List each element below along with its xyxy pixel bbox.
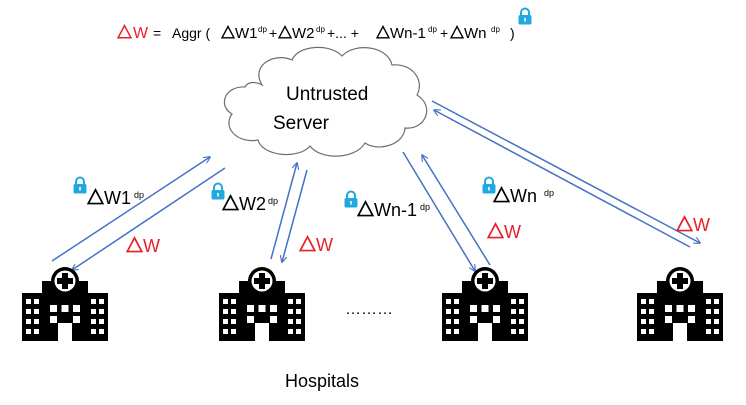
hospital-icon (637, 267, 723, 341)
delta-icon (278, 25, 292, 39)
upload-label-2: W2 dp (210, 182, 278, 214)
download-label-4: W (676, 215, 710, 235)
delta-icon (126, 236, 143, 253)
delta-icon (87, 188, 104, 205)
formula-term-2-sup: dp (316, 25, 325, 34)
cloud-icon (223, 46, 428, 157)
hospital-icon (22, 267, 108, 341)
download-label-text: W (693, 215, 710, 235)
delta-icon (450, 25, 464, 39)
delta-icon (376, 25, 390, 39)
lock-icon (210, 182, 226, 200)
hospitals-caption: Hospitals (285, 371, 359, 391)
download-label-3: W (487, 222, 521, 242)
server-label-line-1: Untrusted (286, 84, 368, 105)
upload-arrow-2 (270, 163, 297, 260)
upload-label-base: W2 (239, 194, 266, 214)
upload-arrow-4 (434, 110, 691, 248)
download-arrow-1 (72, 167, 226, 270)
server-label-line-2: Server (273, 113, 330, 134)
download-label-text: W (143, 236, 160, 256)
hospitals-ellipsis: ……… (345, 301, 393, 318)
upload-arrow-3 (422, 155, 491, 266)
formula-close: ) (510, 25, 515, 41)
delta-icon (117, 24, 132, 39)
untrusted-server: Untrusted Server (223, 46, 428, 157)
download-label-text: W (316, 235, 333, 255)
upload-label-sup: dp (268, 196, 278, 206)
delta-icon (676, 215, 693, 232)
hospital-icon (219, 267, 305, 341)
download-label-2: W (299, 235, 333, 255)
download-arrow-4 (431, 100, 700, 243)
lock-icon (517, 7, 533, 25)
lock-icon (481, 176, 497, 194)
delta-icon (222, 194, 239, 211)
delta-icon (357, 200, 374, 217)
formula-plus-2: +... + (327, 25, 359, 41)
aggregation-formula: W = Aggr ( W1 dp + W2 dp +... + Wn-1 dp … (117, 7, 533, 42)
delta-icon (487, 222, 504, 239)
formula-aggr: Aggr ( (172, 25, 210, 41)
upload-label-4: Wn dp (481, 176, 554, 206)
upload-label-sup: dp (420, 202, 430, 212)
formula-term-3: Wn-1 (390, 25, 426, 42)
hospital-icon (442, 267, 528, 341)
delta-icon (299, 235, 316, 252)
communication-arrows (51, 100, 700, 271)
formula-term-1-sup: dp (258, 25, 267, 34)
upload-label-sup: dp (134, 190, 144, 200)
delta-icon (493, 186, 510, 203)
formula-plus-3: + (440, 25, 448, 41)
download-arrow-2 (282, 169, 308, 262)
upload-label-base: Wn (510, 186, 537, 206)
formula-lhs: W (133, 25, 149, 42)
upload-label-1: W1 dp (72, 176, 144, 208)
upload-label-base: Wn-1 (374, 200, 417, 220)
formula-equals: = (153, 25, 161, 41)
upload-label-sup: dp (544, 188, 554, 198)
formula-term-3-sup: dp (428, 25, 437, 34)
upload-label-base: W1 (104, 188, 131, 208)
download-label-1: W (126, 236, 160, 256)
download-arrow-3 (402, 151, 475, 271)
upload-arrow-1 (51, 157, 210, 262)
formula-term-4-sup: dp (491, 25, 500, 34)
delta-icon (221, 25, 235, 39)
formula-plus-1: + (269, 25, 277, 41)
download-label-text: W (504, 222, 521, 242)
formula-term-1: W1 (235, 25, 258, 42)
formula-term-4: Wn (464, 25, 487, 42)
formula-term-2: W2 (292, 25, 315, 42)
lock-icon (343, 190, 359, 208)
lock-icon (72, 176, 88, 194)
upload-label-3: Wn-1 dp (343, 190, 430, 220)
